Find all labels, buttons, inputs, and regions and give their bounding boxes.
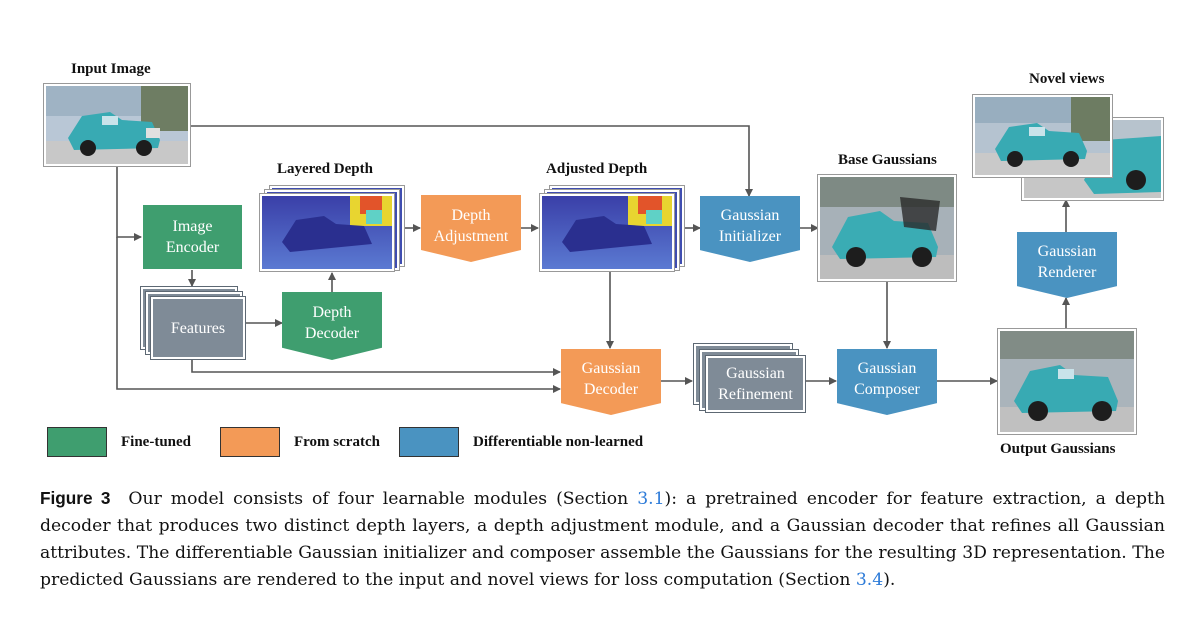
gaussian-initializer-module: Gaussian Initializer	[700, 196, 800, 262]
adjusted-depth-label: Adjusted Depth	[546, 161, 648, 177]
output-gaussians-image	[997, 328, 1137, 435]
depth-adjustment-label: Depth Adjustment	[433, 206, 509, 245]
image-encoder-label: Image Encoder	[165, 218, 220, 256]
gaussian-refinement-block: Gaussian Refinement	[705, 355, 806, 413]
legend-from-scratch: From scratch	[294, 434, 380, 450]
arrow-input-to-gaussian-decoder	[116, 237, 561, 393]
section-ref-link[interactable]: 3.1	[637, 489, 665, 509]
legend-swatch-differentiable	[399, 427, 459, 457]
output-gaussians-label: Output Gaussians	[1000, 441, 1116, 457]
base-gaussians-label: Base Gaussians	[838, 152, 937, 168]
figure-caption: Figure 3 Our model consists of four lear…	[40, 485, 1165, 594]
gaussian-decoder-module: Gaussian Decoder	[561, 349, 661, 415]
features-label: Features	[170, 319, 226, 337]
input-image	[43, 83, 191, 167]
gaussian-renderer-label: Gaussian Renderer	[1037, 243, 1097, 281]
base-gaussians-image	[817, 174, 957, 282]
gaussian-composer-label: Gaussian Composer	[854, 360, 920, 398]
legend-swatch-from-scratch	[220, 427, 280, 457]
figure-label: Figure 3	[40, 488, 111, 508]
legend-differentiable: Differentiable non-learned	[473, 434, 644, 450]
architecture-diagram: Input Image Layered Depth Adjusted Depth…	[43, 61, 1164, 457]
gaussian-composer-module: Gaussian Composer	[837, 349, 937, 415]
depth-adjustment-module: Depth Adjustment	[421, 195, 521, 262]
legend-fine-tuned: Fine-tuned	[121, 434, 192, 450]
caption-text-3: ).	[883, 570, 896, 590]
layered-depth-label: Layered Depth	[277, 161, 373, 177]
input-image-label: Input Image	[71, 61, 151, 77]
depth-decoder-module: Depth Decoder	[282, 292, 382, 360]
novel-view-front	[972, 94, 1113, 178]
caption-text-2: ): a pretrained encoder for feature extr…	[40, 489, 1166, 590]
gaussian-initializer-label: Gaussian Initializer	[718, 207, 782, 245]
gaussian-refinement-label: Gaussian Refinement	[718, 365, 793, 403]
gaussian-renderer-module: Gaussian Renderer	[1017, 232, 1117, 298]
arrow-features-to-gaussian-decoder	[191, 360, 561, 376]
caption-text-1: Our model consists of four learnable mod…	[128, 489, 638, 509]
legend-swatch-fine-tuned	[47, 427, 107, 457]
features-block: Features	[150, 296, 246, 360]
section-ref-link[interactable]: 3.4	[855, 570, 884, 590]
layered-depth-image	[259, 193, 395, 272]
connection-arrows	[116, 125, 1070, 393]
adjusted-depth-image	[539, 193, 675, 272]
gaussian-decoder-label: Gaussian Decoder	[581, 360, 641, 398]
novel-views-label: Novel views	[1029, 71, 1105, 87]
image-encoder-module: Image Encoder	[143, 205, 242, 269]
depth-decoder-label: Depth Decoder	[304, 304, 360, 342]
arrow-input-to-initializer	[190, 125, 753, 197]
arrow-input-to-encoder	[116, 166, 142, 241]
